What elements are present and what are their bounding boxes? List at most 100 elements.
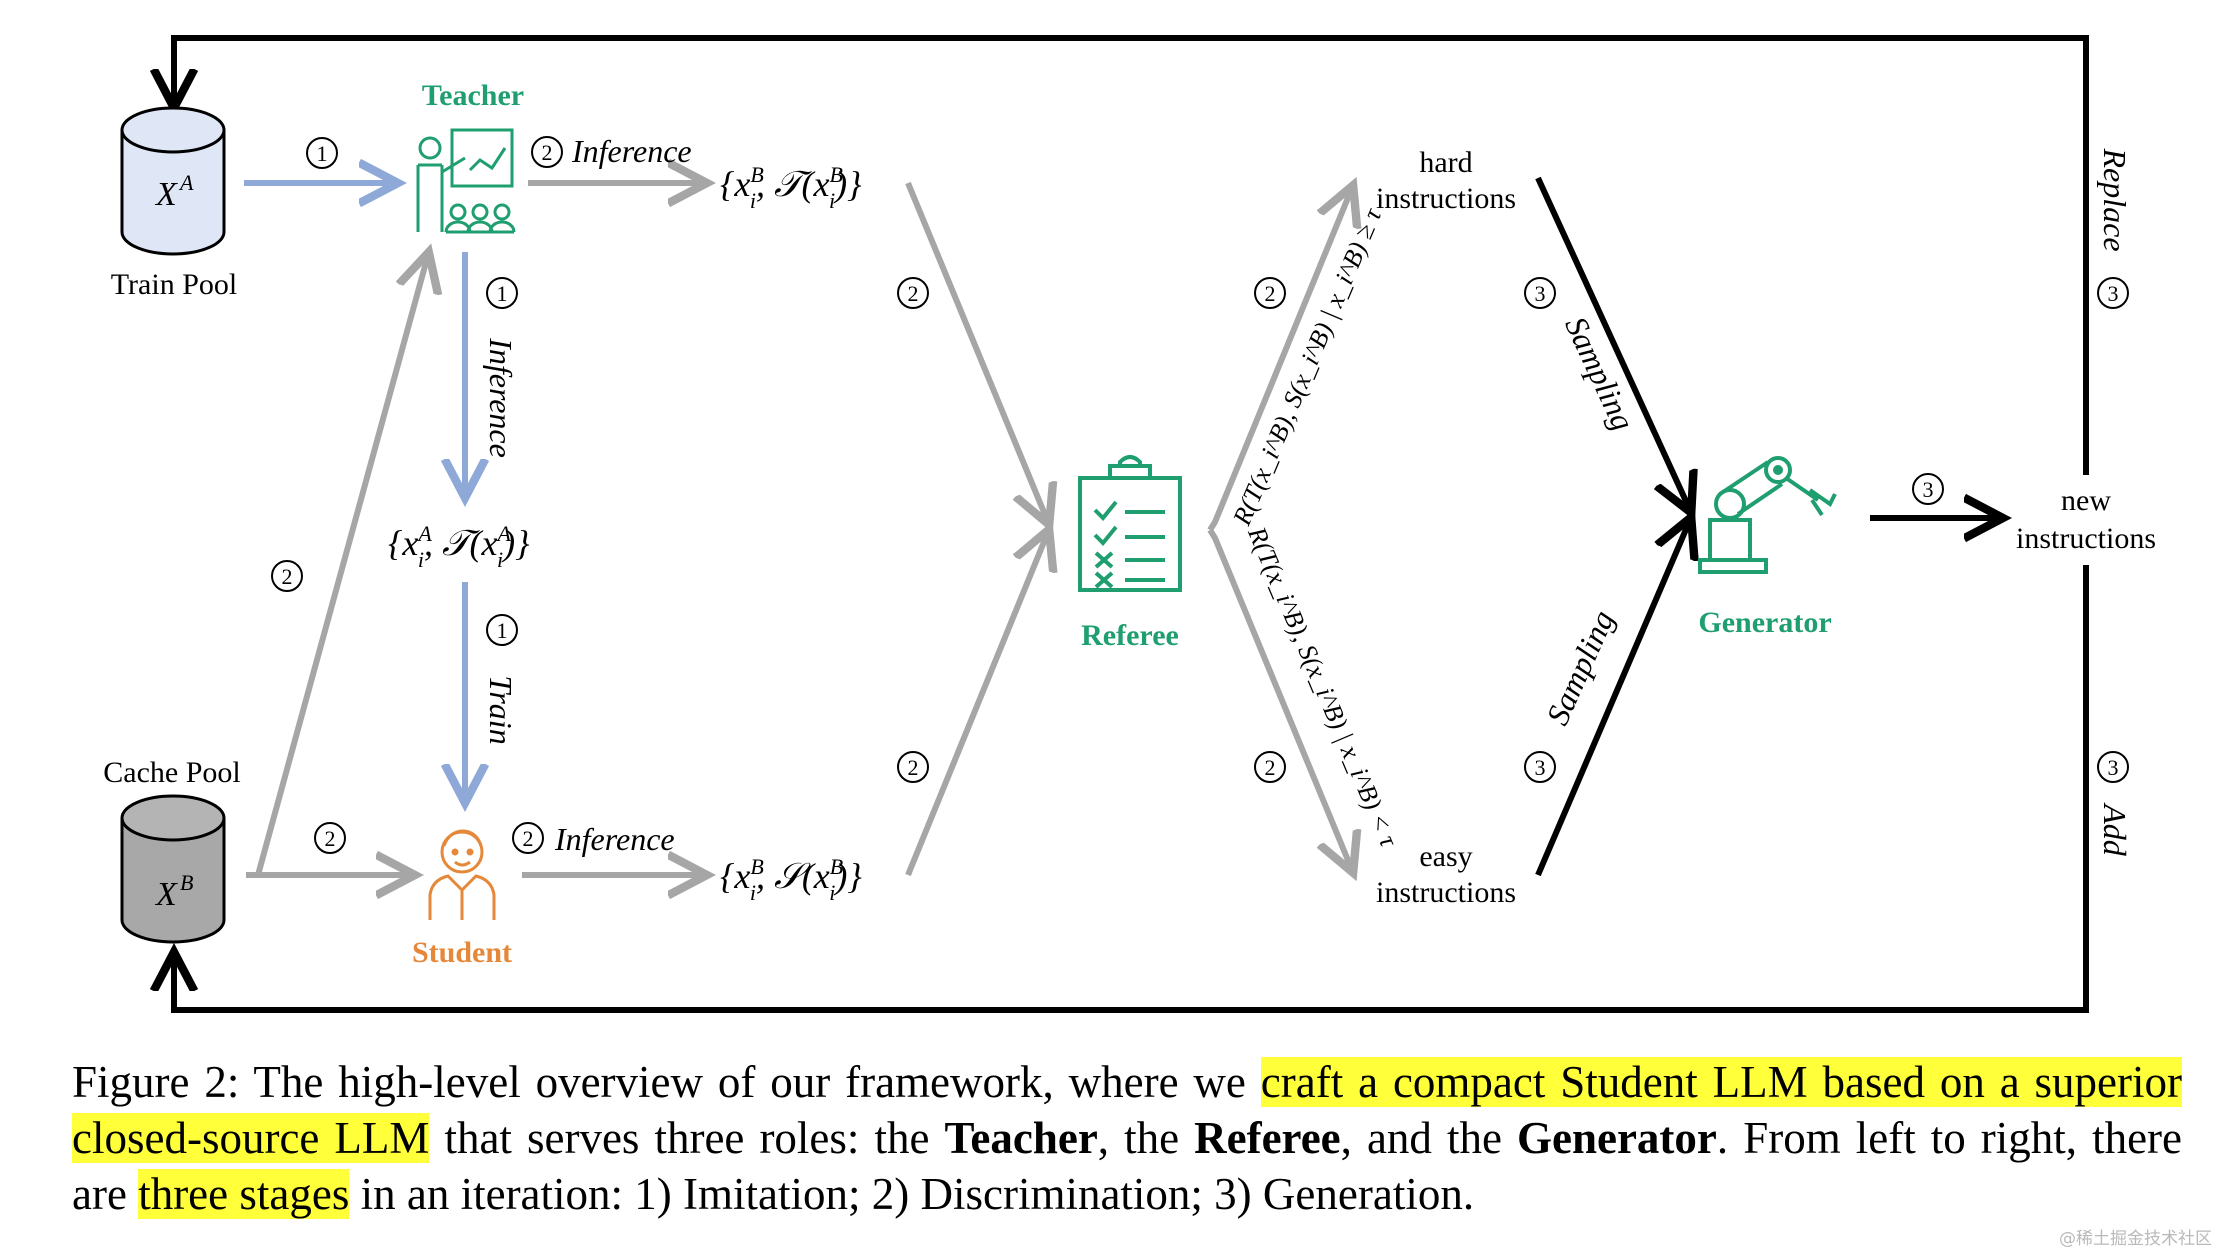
- student-node: Student: [412, 829, 512, 969]
- step-marker: 1: [306, 137, 338, 169]
- caption-part: , the: [1097, 1113, 1195, 1163]
- svg-text:3: 3: [1923, 477, 1934, 502]
- step-marker: 2: [314, 822, 346, 854]
- caption-part: that serves three roles: the: [429, 1113, 945, 1163]
- imitation-arrows: [244, 183, 465, 800]
- caption-part: , and the: [1340, 1113, 1517, 1163]
- step-marker: 3: [1524, 277, 1556, 309]
- student-set-on-b: {x: [720, 856, 750, 896]
- svg-text:3: 3: [2108, 755, 2119, 780]
- easy-line-1: easy: [1419, 840, 1472, 873]
- svg-text:3: 3: [2108, 281, 2119, 306]
- svg-text:2: 2: [523, 826, 534, 851]
- train-pool-label: Train Pool: [111, 268, 237, 301]
- student-label: Student: [412, 936, 512, 969]
- step-marker: 3: [1524, 751, 1556, 783]
- referee-label: Referee: [1081, 619, 1179, 652]
- svg-text:2: 2: [325, 826, 336, 851]
- svg-text:2: 2: [542, 140, 553, 165]
- caption-referee: Referee: [1194, 1113, 1341, 1163]
- watermark: @稀土掘金技术社区: [2059, 1229, 2212, 1249]
- svg-text:2: 2: [282, 564, 293, 589]
- step-marker: 2: [897, 751, 929, 783]
- easy-to-generator-arrow: [1535, 520, 1690, 877]
- svg-text:{xAi, 𝒯(xAi)}: {xAi, 𝒯(xAi)}: [388, 521, 530, 572]
- hard-line-1: hard: [1419, 146, 1472, 179]
- add-label: Add: [2097, 802, 2133, 857]
- svg-text:2: 2: [1265, 281, 1276, 306]
- step-marker: 3: [1912, 473, 1944, 505]
- caption-teacher: Teacher: [944, 1113, 1098, 1163]
- svg-text:2: 2: [908, 755, 919, 780]
- generation-arrows: [1535, 176, 2000, 877]
- referee-node: Referee: [1078, 455, 1182, 652]
- framework-diagram: X A Train Pool Cache Pool X B Teacher: [103, 35, 2156, 1013]
- svg-text:3: 3: [1535, 755, 1546, 780]
- svg-text:{xBi, 𝒮(xBi)}: {xBi, 𝒮(xBi)}: [720, 854, 862, 905]
- instruction-outputs: hard instructions easy instructions new …: [1376, 146, 2156, 909]
- teacher-node: Teacher: [416, 79, 524, 234]
- referee-to-easy-arrow: [1207, 528, 1352, 870]
- hard-condition: R(T(x_i^B), S(x_i^B) | x_i^B) ≥ τ: [1227, 203, 1388, 531]
- teacher-label: Teacher: [422, 79, 524, 112]
- easy-line-2: instructions: [1376, 876, 1516, 909]
- teacher-icon: [416, 128, 516, 234]
- caption-highlight-2: three stages: [138, 1169, 350, 1219]
- discrimination-arrows: [246, 183, 1352, 875]
- referee-conditions: R(T(x_i^B), S(x_i^B) | x_i^B) ≥ τ R(T(x_…: [1227, 203, 1404, 853]
- svg-text:3: 3: [1535, 281, 1546, 306]
- student-inference-label: Inference: [554, 821, 675, 857]
- robot-arm-icon: [1698, 456, 1837, 574]
- referee-to-hard-arrow: [1207, 188, 1352, 532]
- vertical-inference-label: Inference: [483, 337, 519, 458]
- svg-text:{xBi, 𝒯(xBi)}: {xBi, 𝒯(xBi)}: [720, 162, 862, 213]
- edge-labels: Inference Inference Inference Train Samp…: [483, 133, 2133, 857]
- train-label: Train: [483, 675, 519, 744]
- step-marker: 2: [1254, 751, 1286, 783]
- svg-text:1: 1: [497, 618, 508, 643]
- replace-label: Replace: [2097, 147, 2133, 251]
- step-marker: 1: [486, 277, 518, 309]
- add-loop-line: [174, 565, 2089, 1013]
- svg-text:2: 2: [1265, 755, 1276, 780]
- svg-text:1: 1: [317, 141, 328, 166]
- teacher-inference-label: Inference: [571, 133, 692, 169]
- step-marker: 3: [2097, 751, 2129, 783]
- caption-part: in an iteration: 1) Imitation; 2) Discri…: [349, 1169, 1475, 1219]
- generator-node: Generator: [1698, 456, 1837, 639]
- step-marker: 3: [2097, 277, 2129, 309]
- replace-loop-line: [174, 35, 2089, 475]
- train-pool-sup: A: [178, 170, 194, 195]
- cache-pool-symbol: X: [154, 876, 178, 913]
- caption-part: . From left to right, there are: [72, 1113, 2183, 1219]
- step-marker: 2: [1254, 277, 1286, 309]
- caption-generator: Generator: [1516, 1113, 1717, 1163]
- step-marker: 2: [271, 560, 303, 592]
- student-set-to-referee-arrow: [905, 532, 1048, 877]
- svg-text:2: 2: [908, 281, 919, 306]
- cache-pool-label: Cache Pool: [103, 756, 240, 789]
- teacher-set-on-a: {x: [388, 523, 418, 563]
- feedback-loop: [174, 35, 2089, 1013]
- train-pool: X A Train Pool: [111, 106, 237, 301]
- new-line-1: new: [2061, 484, 2111, 517]
- figure-caption: Figure 2: The high-level overview of our…: [72, 1054, 2182, 1222]
- cache-pool-sup: B: [180, 870, 193, 895]
- caption-part: Figure 2: The high-level overview of our…: [72, 1057, 1261, 1107]
- train-pool-symbol: X: [154, 176, 178, 213]
- hard-line-2: instructions: [1376, 182, 1516, 215]
- teacher-set-on-b: {x: [720, 164, 750, 204]
- hard-to-generator-arrow: [1535, 176, 1690, 510]
- step-marker: 2: [531, 136, 563, 168]
- cache-to-teacher-arrow: [246, 255, 428, 878]
- step-marker: 2: [897, 277, 929, 309]
- teacher-set-to-referee-arrow: [905, 181, 1048, 522]
- new-line-2: instructions: [2016, 522, 2156, 555]
- step-markers: 1 1 1 2 2 2 2 2 2 2 2 3 3 3 3 3: [271, 136, 2129, 854]
- clipboard-check-icon: [1078, 455, 1182, 592]
- step-marker: 2: [512, 822, 544, 854]
- svg-text:1: 1: [497, 281, 508, 306]
